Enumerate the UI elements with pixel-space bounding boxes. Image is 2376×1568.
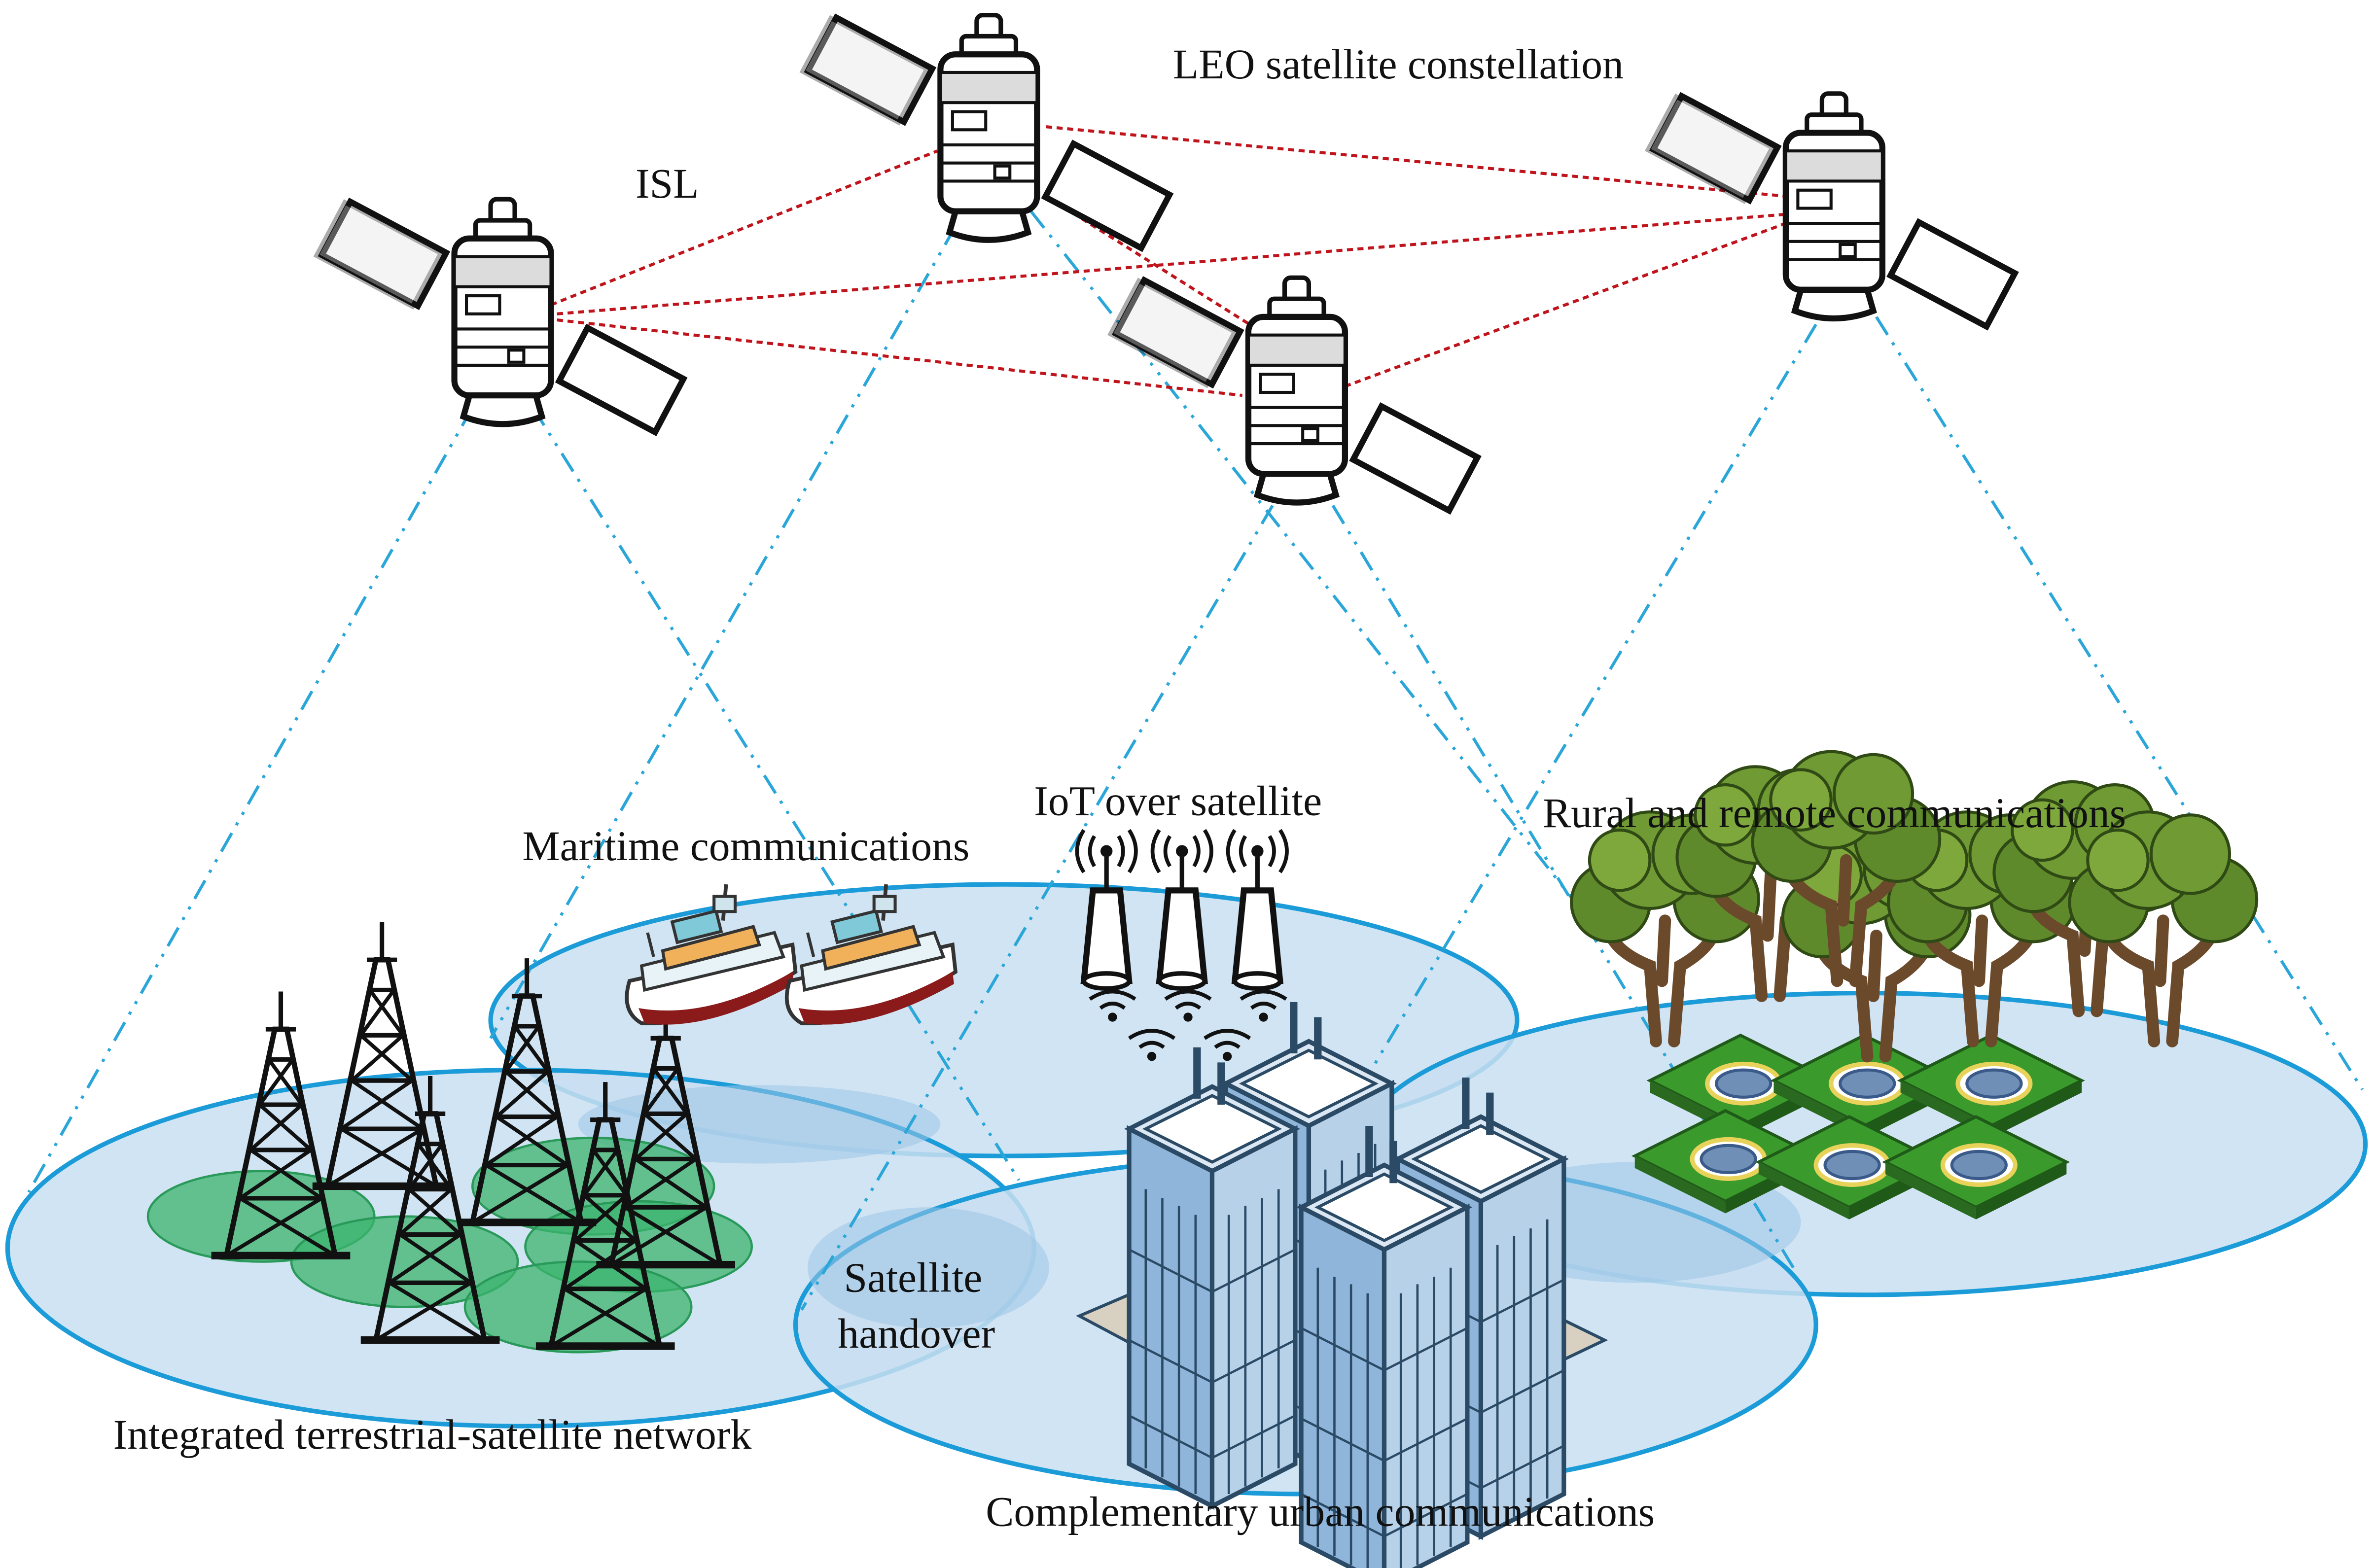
handover-overlap xyxy=(807,1207,1049,1328)
isl-link-1-2 xyxy=(550,149,938,307)
building-icon xyxy=(1129,1047,1295,1506)
labels: LEO satellite constellation ISL IoT over… xyxy=(113,41,2126,1535)
beam-sat4-right xyxy=(1875,316,2364,1091)
satellite-icon xyxy=(1110,278,1477,513)
beam-lines xyxy=(27,210,2364,1311)
label-isl: ISL xyxy=(636,160,699,207)
label-rural: Rural and remote communications xyxy=(1543,790,2126,836)
satellite-icon xyxy=(1648,94,2015,329)
beam-sat1-left xyxy=(27,407,474,1193)
isl-links xyxy=(550,125,1786,397)
label-maritime: Maritime communications xyxy=(522,823,969,870)
label-terrestrial: Integrated terrestrial-satellite network xyxy=(113,1411,752,1458)
beam-sat2-right xyxy=(1029,210,1591,922)
label-urban: Complementary urban communications xyxy=(986,1488,1655,1535)
isl-link-1-3 xyxy=(557,318,1243,397)
label-iot: IoT over satellite xyxy=(1034,777,1322,824)
beam-sat4-left xyxy=(1362,323,1817,1084)
isl-link-2-4 xyxy=(1046,125,1786,198)
isl-link-3-4 xyxy=(1344,222,1786,388)
beam-sat3-right xyxy=(1331,505,1795,1269)
satellites xyxy=(317,15,2015,514)
label-handover-line1: Satellite xyxy=(844,1254,982,1301)
beam-sat3-left xyxy=(800,505,1274,1311)
label-leo-constellation: LEO satellite constellation xyxy=(1173,41,1624,88)
label-handover-line2: handover xyxy=(838,1310,995,1357)
beam-sat1-right xyxy=(532,407,1021,1181)
urban-buildings xyxy=(1075,1002,1608,1568)
terrestrial-network xyxy=(146,922,753,1354)
beam-sat2-left xyxy=(489,225,957,1039)
maritime-terrestrial-overlap xyxy=(578,1085,941,1164)
satellite-icon xyxy=(317,199,683,435)
isl-link-1-4 xyxy=(557,212,1786,315)
